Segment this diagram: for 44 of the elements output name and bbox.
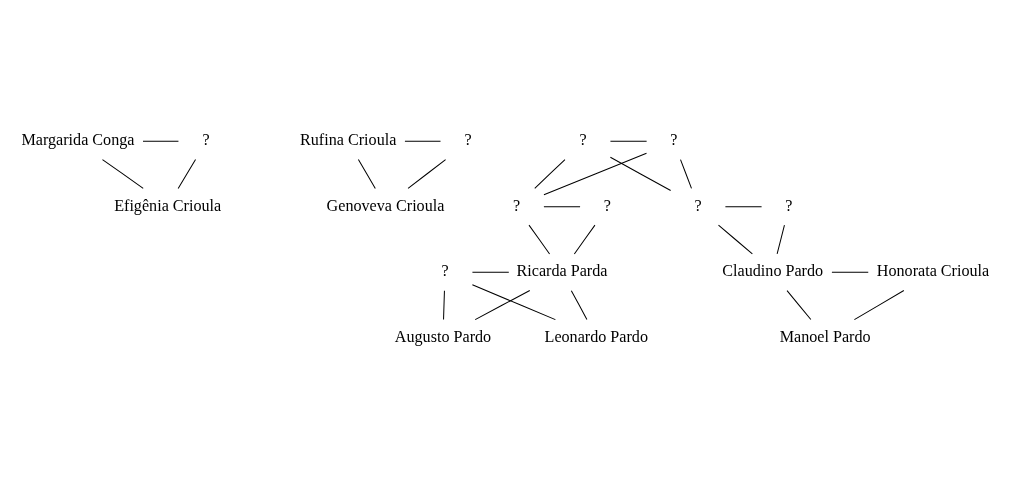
connector <box>570 289 588 320</box>
node-text: ? <box>670 130 678 148</box>
connector <box>528 224 551 254</box>
node-text: Manoel Pardo <box>779 327 871 345</box>
node-text: ? <box>694 196 702 214</box>
connector <box>142 140 179 142</box>
connector <box>357 158 376 189</box>
connector <box>573 224 596 254</box>
node-text: ? <box>579 130 587 148</box>
connector <box>609 156 672 191</box>
connector <box>718 224 753 254</box>
connector <box>680 158 692 189</box>
connector <box>474 289 531 320</box>
connector <box>404 140 441 142</box>
node-text: Honorata Crioula <box>876 261 990 279</box>
node-text: Claudino Pardo <box>722 261 824 279</box>
connector <box>101 158 144 189</box>
node-text: Efigênia Crioula <box>114 196 222 214</box>
node-text: ? <box>603 196 611 214</box>
connector <box>831 271 869 273</box>
node-text: ? <box>464 130 472 148</box>
node-text: Genoveva Crioula <box>326 196 445 214</box>
node-text: Margarida Conga <box>21 130 135 148</box>
node-text: ? <box>202 130 210 148</box>
connector <box>609 140 648 142</box>
connector <box>443 289 445 320</box>
node-text: Augusto Pardo <box>394 327 492 345</box>
node-text: ? <box>513 196 521 214</box>
node-text: Leonardo Pardo <box>544 327 648 345</box>
connector <box>543 205 581 207</box>
connector <box>543 152 647 195</box>
connector <box>786 289 812 320</box>
connector <box>724 205 763 207</box>
connector <box>471 271 510 273</box>
connector <box>776 224 785 254</box>
node-text: Rufina Crioula <box>300 130 397 148</box>
connector <box>471 283 556 320</box>
node-text: ? <box>441 261 449 279</box>
node-text: ? <box>785 196 793 214</box>
connector <box>407 158 447 189</box>
connector <box>177 158 197 189</box>
connector <box>534 158 566 189</box>
node-text: Ricarda Parda <box>516 261 608 279</box>
connector <box>853 289 905 320</box>
